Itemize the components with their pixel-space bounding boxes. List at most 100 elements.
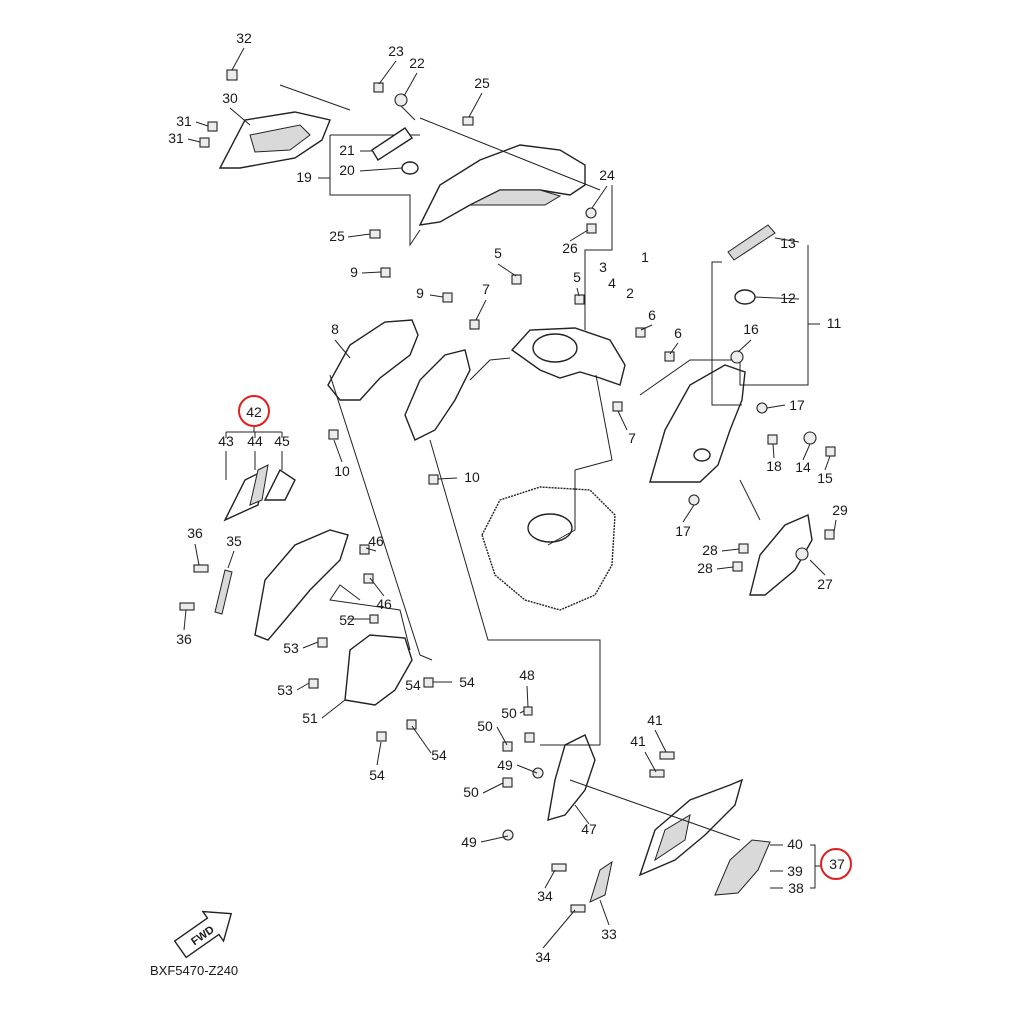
- part-37-cowl: [638, 778, 744, 877]
- callout-4: 4: [608, 275, 616, 291]
- callout-50b: 50: [477, 718, 493, 734]
- part-11-side-panel: [649, 364, 746, 483]
- callout-20: 20: [339, 162, 355, 178]
- part-13-emblem: [727, 224, 776, 261]
- part-drawings: [214, 84, 813, 903]
- callout-31a: 31: [176, 113, 192, 129]
- part-35-emblem: [214, 569, 233, 615]
- callout-2: 2: [626, 285, 634, 301]
- callout-17b: 17: [675, 523, 691, 539]
- callout-27: 27: [817, 576, 833, 592]
- fwd-arrow: FWD: [173, 910, 233, 959]
- callout-25b: 25: [329, 228, 345, 244]
- callout-5b: 5: [573, 269, 581, 285]
- callout-34a: 34: [537, 888, 553, 904]
- part-47-bracket: [547, 734, 596, 821]
- callout-8: 8: [331, 321, 339, 337]
- callout-50a: 50: [501, 705, 517, 721]
- hardware: [179, 69, 836, 913]
- callout-5a: 5: [494, 245, 502, 261]
- callout-15: 15: [817, 470, 833, 486]
- callout-54b: 54: [431, 747, 447, 763]
- part-51-bracket: [344, 634, 413, 706]
- callout-26: 26: [562, 240, 578, 256]
- callout-16: 16: [743, 321, 759, 337]
- callout-30: 30: [222, 90, 238, 106]
- callout-48: 48: [519, 667, 535, 683]
- callout-34b: 34: [535, 949, 551, 965]
- decal-38-40: [714, 839, 771, 896]
- callout-35: 35: [226, 533, 242, 549]
- callout-49b: 49: [461, 834, 477, 850]
- callout-22: 22: [409, 55, 425, 71]
- callout-40: 40: [787, 836, 803, 852]
- callout-42: 42: [246, 404, 262, 420]
- callout-54a: 54: [459, 674, 475, 690]
- callout-43: 43: [218, 433, 234, 449]
- part-8-side-panel: [327, 319, 419, 401]
- callout-25a: 25: [474, 75, 490, 91]
- callout-18: 18: [766, 458, 782, 474]
- callout-3: 3: [599, 259, 607, 275]
- callout-54d: 54: [405, 677, 421, 693]
- callout-41b: 41: [630, 733, 646, 749]
- left-lower-cowl: [254, 529, 349, 641]
- callout-50c: 50: [463, 784, 479, 800]
- decal-45: [263, 468, 296, 501]
- callout-9b: 9: [416, 285, 424, 301]
- callout-54c: 54: [369, 767, 385, 783]
- callout-53a: 53: [283, 640, 299, 656]
- callout-28b: 28: [697, 560, 713, 576]
- callout-19: 19: [296, 169, 312, 185]
- callout-47: 47: [581, 821, 597, 837]
- callout-10b: 10: [464, 469, 480, 485]
- callout-21: 21: [339, 142, 355, 158]
- o-ring-20: [401, 161, 419, 175]
- callout-10a: 10: [334, 463, 350, 479]
- part-33-emblem: [589, 860, 613, 903]
- callout-36a: 36: [187, 525, 203, 541]
- callout-44: 44: [247, 433, 263, 449]
- callout-23: 23: [388, 43, 404, 59]
- callout-38: 38: [788, 880, 804, 896]
- callout-1: 1: [641, 249, 649, 265]
- part-8-inner: [404, 349, 471, 441]
- part-21-plate: [371, 127, 413, 161]
- callout-41a: 41: [647, 712, 663, 728]
- highlight-circle-37: [820, 848, 852, 880]
- callout-11: 11: [827, 315, 842, 331]
- callout-46a: 46: [368, 533, 384, 549]
- callout-49a: 49: [497, 757, 513, 773]
- callout-6b: 6: [674, 325, 682, 341]
- part-27-cover: [749, 513, 813, 596]
- decal-44: [249, 464, 269, 506]
- fwd-arrow-shape: [173, 910, 233, 959]
- callout-14: 14: [795, 459, 811, 475]
- callout-45: 45: [274, 433, 290, 449]
- leader-lines: [183, 47, 837, 949]
- callout-9a: 9: [350, 264, 358, 280]
- callout-17a: 17: [789, 397, 805, 413]
- callout-32: 32: [236, 30, 252, 46]
- callout-51: 51: [302, 710, 318, 726]
- callout-labels: 1 2 3 4 5 5 6 6 7 7 8 9 9 10 10 11 12 13…: [168, 30, 848, 965]
- callout-29: 29: [832, 502, 848, 518]
- callout-52: 52: [339, 612, 355, 628]
- highlight-circle-42: [238, 395, 270, 427]
- callout-28a: 28: [702, 542, 718, 558]
- callout-36b: 36: [176, 631, 192, 647]
- callout-24: 24: [599, 167, 615, 183]
- callout-33: 33: [601, 926, 617, 942]
- fuel-tank-outline: [481, 486, 616, 611]
- callout-7b: 7: [628, 430, 636, 446]
- callout-37: 37: [829, 856, 845, 872]
- callout-39: 39: [787, 863, 803, 879]
- callout-46b: 46: [376, 596, 392, 612]
- callout-7a: 7: [482, 281, 490, 297]
- callout-31b: 31: [168, 130, 184, 146]
- callout-6a: 6: [648, 307, 656, 323]
- front-cowl-upper: [418, 144, 586, 226]
- callout-12: 12: [780, 290, 796, 306]
- diagram-code: BXF5470-Z240: [150, 963, 238, 978]
